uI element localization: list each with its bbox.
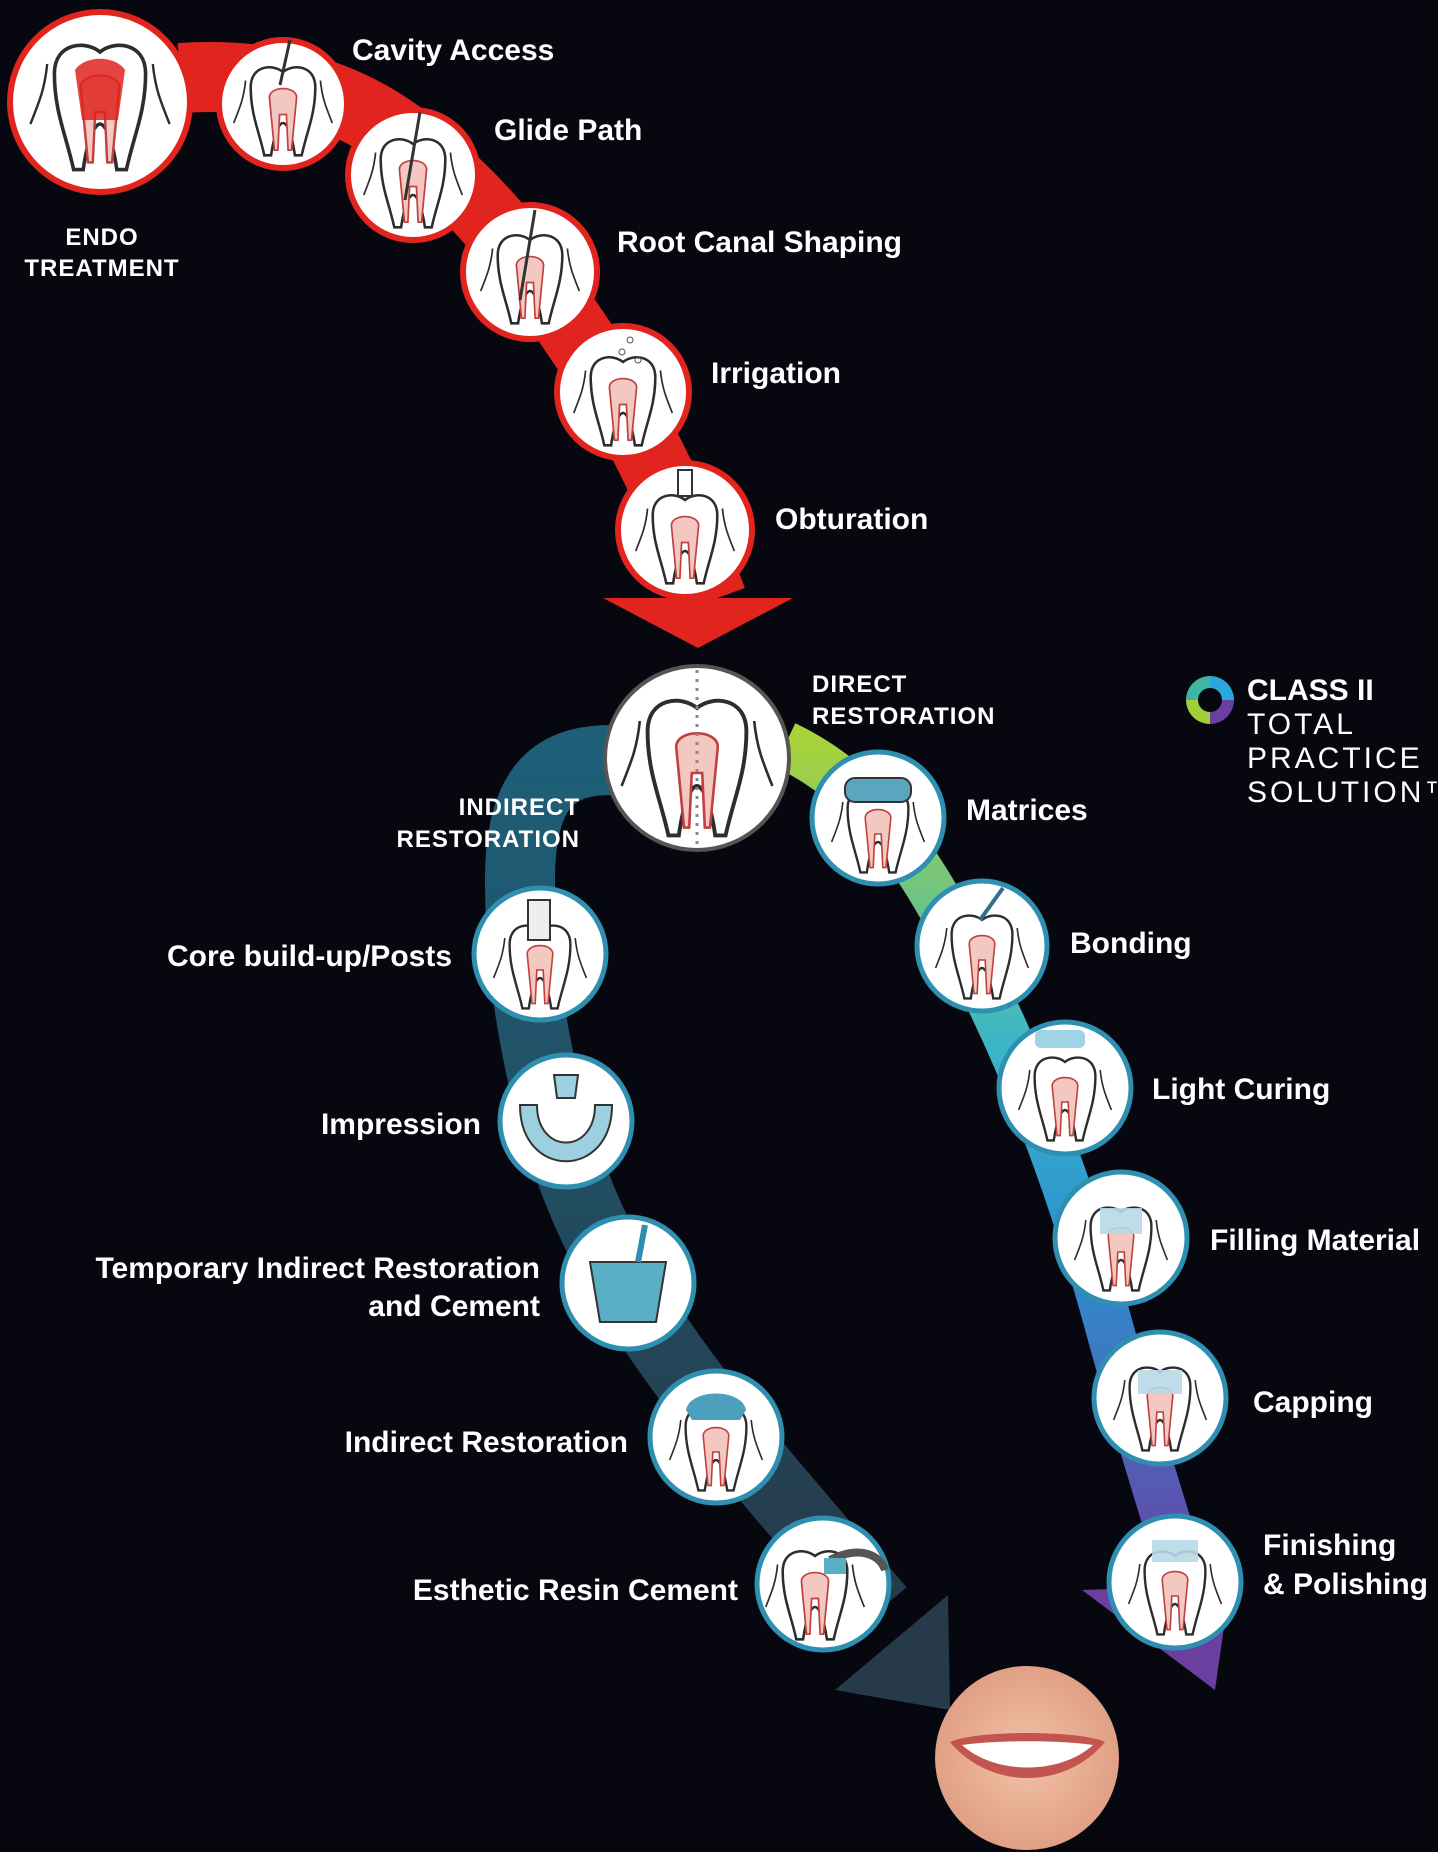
step-bonding: Bonding (1070, 927, 1192, 960)
step-temporary-line1: Temporary Indirect Restoration (95, 1252, 540, 1285)
class-ii-logo-icon (1186, 676, 1234, 724)
endo-arrowhead (603, 598, 793, 648)
step-capping: Capping (1253, 1386, 1373, 1419)
logo-line-solution: SOLUTION™ (1247, 776, 1438, 809)
root-canal-shaping-icon (460, 202, 600, 342)
logo-line-total: TOTAL (1247, 708, 1356, 741)
cavity-access-icon (216, 37, 350, 171)
step-irrigation: Irrigation (711, 357, 841, 390)
step-finishing-line2: & Polishing (1263, 1568, 1428, 1601)
step-esthetic-resin-cement: Esthetic Resin Cement (413, 1574, 738, 1607)
step-matrices: Matrices (966, 794, 1088, 827)
step-impression: Impression (321, 1108, 481, 1141)
step-light-curing: Light Curing (1152, 1073, 1330, 1106)
step-finishing-line1: Finishing (1263, 1529, 1396, 1562)
light-curing-icon (996, 1019, 1134, 1157)
step-temporary-line2: and Cement (368, 1290, 540, 1323)
logo-text: CLASS II TOTAL PRACTICE SOLUTION™ (1247, 676, 1438, 808)
temporary-restoration-icon (559, 1214, 697, 1352)
impression-icon (497, 1052, 635, 1190)
endo-heading-line2: TREATMENT (24, 255, 179, 282)
direct-heading-line2: RESTORATION (812, 703, 995, 730)
step-filling-material: Filling Material (1210, 1224, 1420, 1257)
endo-main-icon (7, 9, 193, 195)
logo-title: CLASS II (1247, 674, 1374, 707)
indirect-restoration-icon (647, 1368, 785, 1506)
capping-icon (1091, 1329, 1229, 1467)
bonding-icon (914, 878, 1050, 1014)
step-core-buildup: Core build-up/Posts (167, 940, 452, 973)
smile-image (935, 1666, 1119, 1850)
direct-heading-line1: DIRECT (812, 671, 907, 698)
step-indirect-restoration: Indirect Restoration (345, 1426, 628, 1459)
irrigation-icon (554, 323, 692, 461)
core-buildup-posts-icon (471, 885, 609, 1023)
finishing-polishing-icon (1106, 1513, 1244, 1651)
step-root-canal-shaping: Root Canal Shaping (617, 226, 902, 259)
indirect-heading-line2: RESTORATION (397, 826, 580, 853)
step-cavity-access: Cavity Access (352, 34, 554, 67)
indirect-arrowhead (835, 1595, 950, 1710)
logo-line-practice: PRACTICE (1247, 742, 1423, 775)
indirect-heading-line1: INDIRECT (459, 794, 580, 821)
esthetic-resin-cement-icon (754, 1515, 892, 1653)
obturation-icon (615, 460, 755, 600)
matrices-icon (809, 749, 947, 887)
restoration-center-icon (603, 664, 791, 852)
endo-heading-line1: ENDO (65, 224, 138, 251)
step-obturation: Obturation (775, 503, 928, 536)
filling-material-icon (1052, 1169, 1190, 1307)
glide-path-icon (345, 107, 481, 243)
step-glide-path: Glide Path (494, 114, 642, 147)
